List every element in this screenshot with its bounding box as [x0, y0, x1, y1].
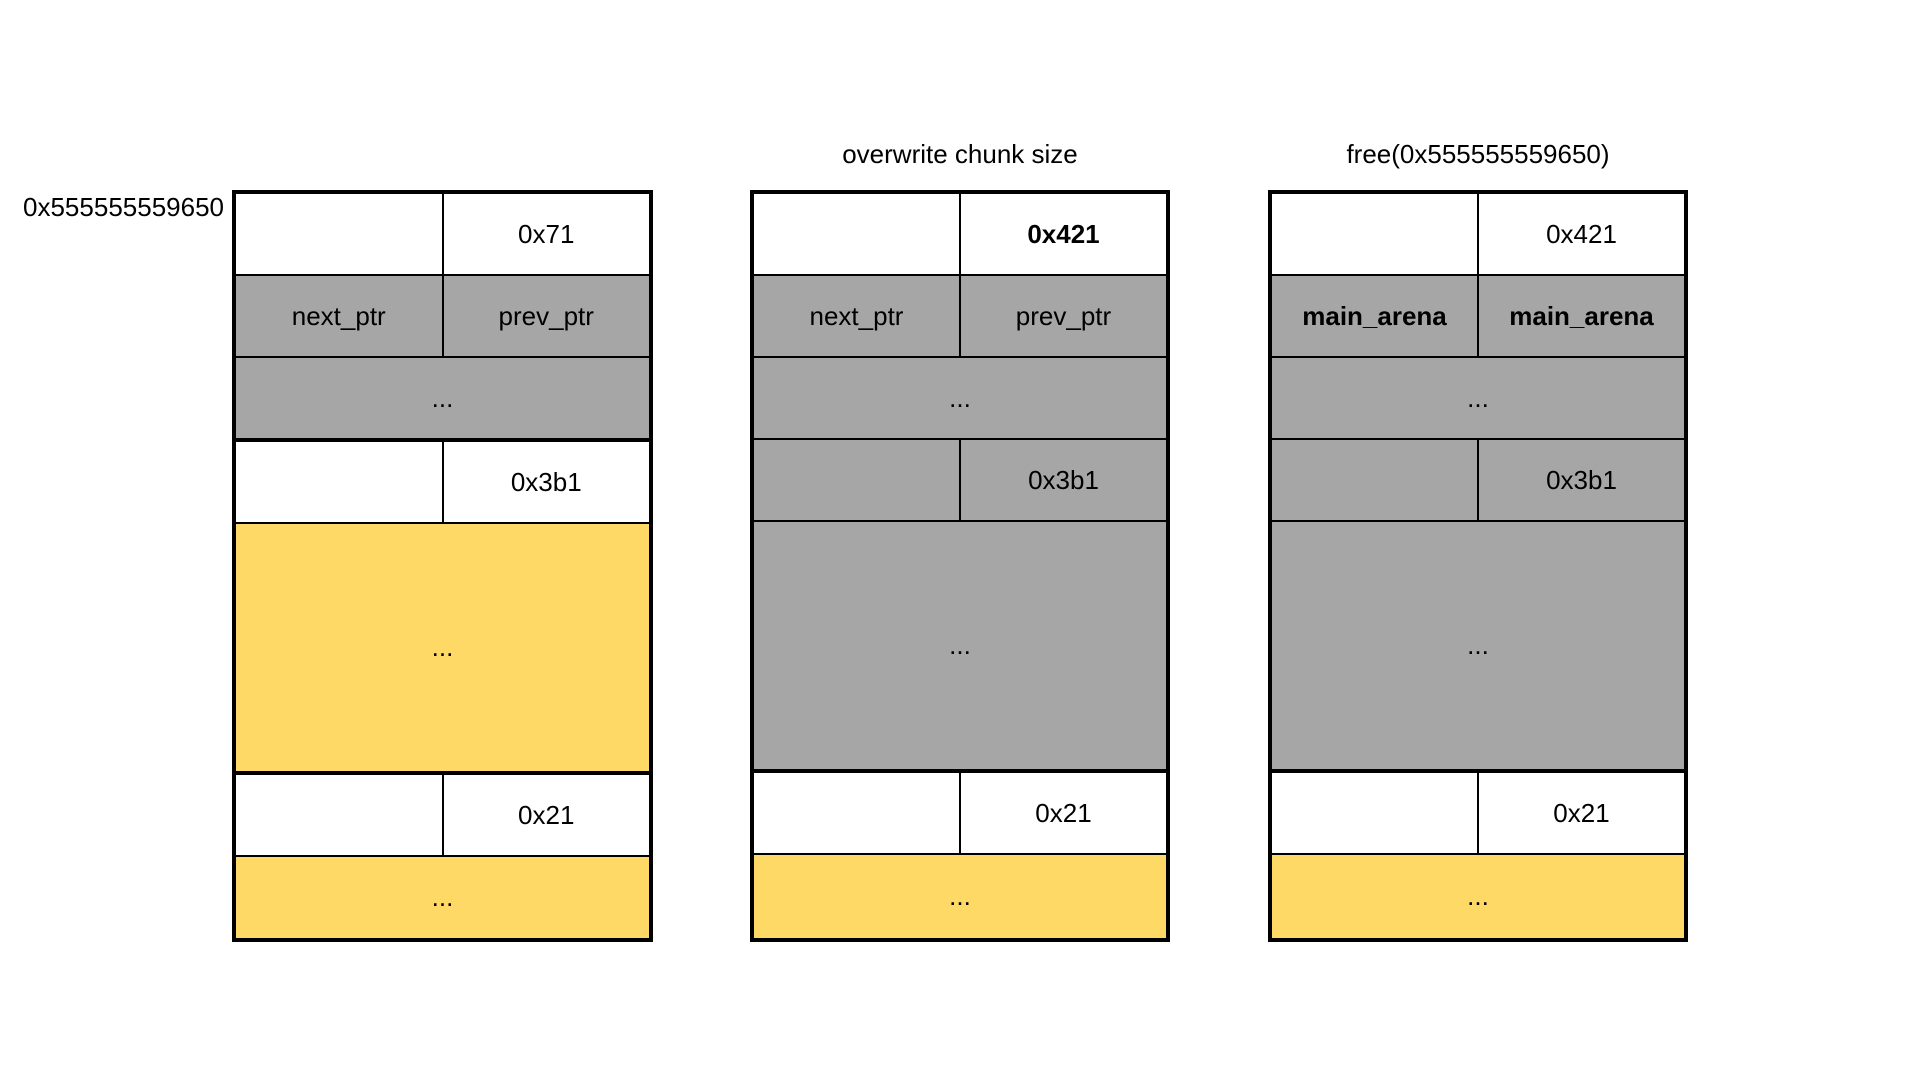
chunk-address-label: 0x555555559650 — [23, 192, 224, 222]
size-cell: 0x21 — [441, 775, 649, 855]
chunk-data-row: ... — [754, 358, 1166, 440]
prev-size-cell — [236, 442, 442, 522]
chunk-data-row: ... — [236, 358, 649, 442]
size-field-row: 0x3b1 — [1272, 440, 1684, 522]
size-field-row: 0x21 — [236, 775, 649, 857]
pointer-row: next_ptr prev_ptr — [754, 276, 1166, 358]
data-dots-cell: ... — [236, 358, 649, 438]
prev-ptr-cell: main_arena — [1477, 276, 1684, 356]
prev-size-cell — [236, 775, 442, 855]
chunk-data-row: ... — [236, 524, 649, 775]
size-field-row: 0x3b1 — [754, 440, 1166, 522]
size-field-row: 0x21 — [754, 773, 1166, 855]
chunk-data-row: ... — [754, 855, 1166, 938]
size-cell: 0x21 — [1477, 773, 1684, 853]
data-dots-cell: ... — [754, 522, 1166, 769]
prev-size-cell — [236, 194, 442, 274]
prev-size-cell — [754, 440, 959, 520]
chunk-data-row: ... — [1272, 522, 1684, 773]
size-cell: 0x3b1 — [1477, 440, 1684, 520]
prev-ptr-cell: prev_ptr — [441, 276, 649, 356]
data-dots-cell: ... — [1272, 522, 1684, 769]
data-dots-cell: ... — [236, 524, 649, 771]
data-dots-cell: ... — [754, 358, 1166, 438]
size-cell: 0x21 — [959, 773, 1166, 853]
pointer-row: main_arena main_arena — [1272, 276, 1684, 358]
chunk-data-row: ... — [1272, 358, 1684, 440]
prev-size-cell — [1272, 773, 1477, 853]
size-cell: 0x71 — [441, 194, 649, 274]
size-cell: 0x3b1 — [441, 442, 649, 522]
next-ptr-cell: main_arena — [1272, 276, 1477, 356]
size-cell: 0x3b1 — [959, 440, 1166, 520]
chunk-box-initial: 0x71 next_ptr prev_ptr ... 0x3b1 ... 0x2… — [232, 190, 653, 942]
next-ptr-cell: next_ptr — [754, 276, 959, 356]
size-cell: 0x421 — [1477, 194, 1684, 274]
chunk-data-row: ... — [754, 522, 1166, 773]
prev-size-cell — [1272, 194, 1477, 274]
next-ptr-cell: next_ptr — [236, 276, 442, 356]
size-field-row: 0x421 — [1272, 194, 1684, 276]
chunk-box-overwritten: 0x421 next_ptr prev_ptr ... 0x3b1 ... 0x… — [750, 190, 1170, 942]
size-field-row: 0x3b1 — [236, 442, 649, 524]
data-dots-cell: ... — [236, 857, 649, 938]
prev-size-cell — [1272, 440, 1477, 520]
column-title-free: free(0x555555559650) — [1346, 139, 1610, 169]
data-dots-cell: ... — [1272, 855, 1684, 938]
prev-ptr-cell: prev_ptr — [959, 276, 1166, 356]
column-title-overwrite: overwrite chunk size — [842, 139, 1078, 169]
chunk-box-freed: 0x421 main_arena main_arena ... 0x3b1 ..… — [1268, 190, 1688, 942]
size-cell: 0x421 — [959, 194, 1166, 274]
prev-size-cell — [754, 773, 959, 853]
pointer-row: next_ptr prev_ptr — [236, 276, 649, 358]
chunk-data-row: ... — [236, 857, 649, 938]
data-dots-cell: ... — [1272, 358, 1684, 438]
chunk-data-row: ... — [1272, 855, 1684, 938]
size-field-row: 0x21 — [1272, 773, 1684, 855]
data-dots-cell: ... — [754, 855, 1166, 938]
size-field-row: 0x421 — [754, 194, 1166, 276]
size-field-row: 0x71 — [236, 194, 649, 276]
prev-size-cell — [754, 194, 959, 274]
